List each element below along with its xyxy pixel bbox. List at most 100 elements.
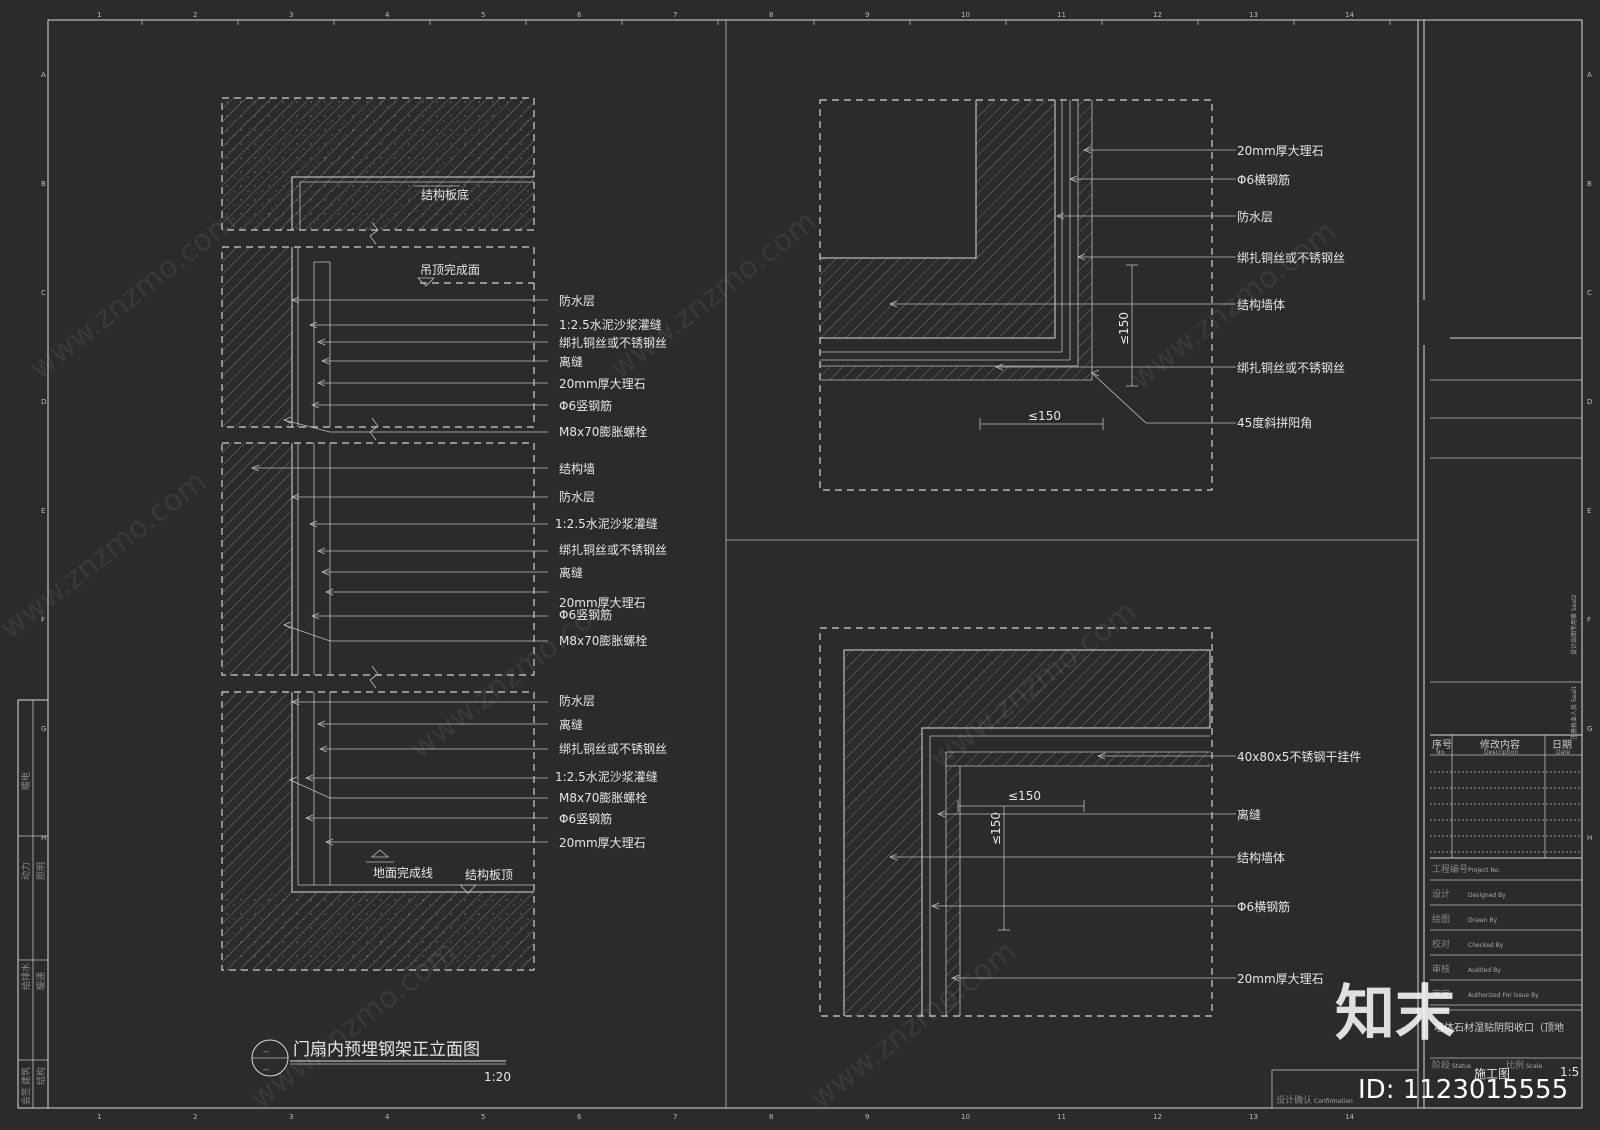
- top-label-4: 结构墙体: [1237, 297, 1285, 312]
- elev-label-g2-4: 离缝: [559, 565, 583, 580]
- grid-row-right-G: G: [1587, 725, 1592, 733]
- elev-label-g2-7: M8x70膨胀螺栓: [559, 633, 647, 648]
- top-label-2: 防水层: [1237, 209, 1273, 224]
- grid-col-top-2: 2: [193, 11, 197, 19]
- bottom-label-3: Φ6横钢筋: [1237, 899, 1290, 914]
- grid-row-left-H: H: [41, 834, 46, 842]
- elevation-scale: 1:20: [484, 1070, 511, 1084]
- elev-label-g1-4: 20mm厚大理石: [559, 377, 646, 391]
- elev-label-g1-1-group: 1:2.5水泥沙浆灌缝: [308, 317, 662, 332]
- grid-col-bottom-7: 7: [673, 1113, 677, 1121]
- elev-label-g3-1: 离缝: [559, 717, 583, 732]
- elev-label-g2-0: 结构墙: [559, 461, 595, 476]
- elev-label-g3-5-arrow: [304, 814, 314, 822]
- elev-label-g3-0-arrow: [290, 698, 300, 706]
- elev-label-g3-1-group: 离缝: [316, 717, 583, 732]
- tb-field-cn-2: 绘图: [1432, 913, 1450, 925]
- signoff-6: 结构: [35, 1067, 47, 1085]
- seal1: 注册执业人员 Seal1: [1570, 685, 1578, 740]
- elev-label-g2-7-group: M8x70膨胀螺栓: [282, 621, 647, 648]
- detail-mark-bottom: --: [263, 1065, 269, 1074]
- grid-col-top-12: 12: [1153, 11, 1162, 19]
- status-en: Status: [1452, 1063, 1471, 1070]
- elev-label-g3-4: M8x70膨胀螺栓: [559, 790, 647, 805]
- watermark-logo: 知末: [1335, 979, 1455, 1049]
- elev-label-g3-3: 1:2.5水泥沙浆灌缝: [555, 769, 658, 784]
- tb-field-cn-5: 审定: [1432, 988, 1450, 1000]
- grid-col-bottom-3: 3: [289, 1113, 293, 1121]
- tb-field-en-0: Project No.: [1468, 867, 1500, 874]
- elev-label-g2-1-group: 防水层: [290, 489, 595, 504]
- elev-label-g3-2-arrow: [318, 745, 328, 753]
- elev-label-g3-0-group: 防水层: [290, 693, 595, 708]
- tb-field-cn-0: 工程编号: [1432, 863, 1468, 875]
- elev-label-g1-3: 离缝: [559, 354, 583, 369]
- top-label-5: 绑扎铜丝或不锈钢丝: [1237, 360, 1345, 375]
- bottom-label-1-group: 离缝: [936, 807, 1261, 822]
- top-label-1-arrow: [1068, 175, 1078, 183]
- elev-label-g2-3: 绑扎铜丝或不锈钢丝: [559, 542, 667, 557]
- bottom-label-2-arrow: [888, 853, 898, 861]
- grid-col-bottom-8: 8: [769, 1113, 773, 1121]
- top-label-0-arrow: [1082, 146, 1092, 154]
- elev-label-g2-3-arrow: [316, 547, 326, 555]
- rev-header-2: 日期: [1552, 739, 1572, 751]
- elev-label-g2-5-group: 20mm厚大理石: [324, 588, 646, 610]
- label-ceiling-finish: 吊顶完成面: [420, 262, 480, 277]
- grid-row-right-A: A: [1587, 71, 1592, 79]
- rev-header-en-1: Description: [1484, 749, 1518, 756]
- confirm-cn: 设计确认: [1276, 1094, 1312, 1106]
- elev-label-g1-2: 绑扎铜丝或不锈钢丝: [559, 335, 667, 350]
- elev-label-g2-1-arrow: [290, 493, 300, 501]
- elev-label-g1-3-arrow: [320, 357, 330, 365]
- elev-label-g1-5-group: Φ6竖钢筋: [310, 398, 612, 413]
- elev-label-g2-5: 20mm厚大理石: [559, 596, 646, 610]
- elev-label-g1-3-group: 离缝: [320, 354, 583, 369]
- seal2: 设计出图专用章 Seal2: [1570, 594, 1578, 655]
- signoff-1: 动力: [20, 862, 32, 880]
- signoff-5: 建筑: [20, 1067, 32, 1085]
- signoff-2: 照明: [36, 862, 47, 880]
- grid-col-top-11: 11: [1057, 11, 1066, 19]
- elev-label-g3-4-arrow: [288, 776, 298, 784]
- dim-vertical-bottom: ≤150: [989, 812, 1003, 845]
- elev-label-g2-7-arrow: [282, 621, 292, 629]
- grid-row-right-D: D: [1587, 398, 1592, 406]
- grid-col-top-5: 5: [481, 11, 485, 19]
- grid-row-left-D: D: [41, 398, 46, 406]
- elev-label-g3-2-group: 绑扎铜丝或不锈钢丝: [318, 741, 667, 756]
- grid-row-left-A: A: [41, 71, 46, 79]
- tb-field-cn-1: 设计: [1432, 888, 1450, 900]
- elev-label-g3-4-group: M8x70膨胀螺栓: [288, 776, 647, 805]
- grid-col-top-3: 3: [289, 11, 293, 19]
- elev-label-g3-6-arrow: [324, 838, 334, 846]
- tb-field-en-1: Designed By: [1468, 892, 1506, 899]
- top-label-4-group: 结构墙体: [888, 297, 1285, 312]
- top-label-4-arrow: [888, 300, 898, 308]
- grid-col-bottom-4: 4: [385, 1113, 390, 1121]
- top-label-3: 绑扎铜丝或不锈钢丝: [1237, 250, 1345, 265]
- grid-col-bottom-12: 12: [1153, 1113, 1162, 1121]
- elev-label-g3-5: Φ6竖钢筋: [559, 811, 612, 826]
- elev-label-g2-2-arrow: [308, 520, 318, 528]
- elev-label-g1-6-group: M8x70膨胀螺栓: [282, 416, 647, 439]
- tb-field-cn-3: 校对: [1432, 938, 1450, 950]
- label-floor-finish: 地面完成线: [373, 865, 433, 880]
- elevation-leaders: 防水层1:2.5水泥沙浆灌缝绑扎铜丝或不锈钢丝离缝20mm厚大理石Φ6竖钢筋M8…: [250, 293, 667, 850]
- bottom-label-3-group: Φ6横钢筋: [930, 899, 1290, 914]
- grid-col-top-4: 4: [385, 11, 390, 19]
- grid-col-bottom-11: 11: [1057, 1113, 1066, 1121]
- top-label-6: 45度斜拼阳角: [1237, 415, 1312, 430]
- grid-col-top-9: 9: [865, 11, 869, 19]
- scale-value: 1:5: [1560, 1065, 1579, 1079]
- grid-row-left-E: E: [41, 507, 45, 515]
- elev-label-g1-1-arrow: [308, 321, 318, 329]
- bottom-label-0-arrow: [1096, 752, 1106, 760]
- status-cn: 阶段: [1432, 1059, 1450, 1071]
